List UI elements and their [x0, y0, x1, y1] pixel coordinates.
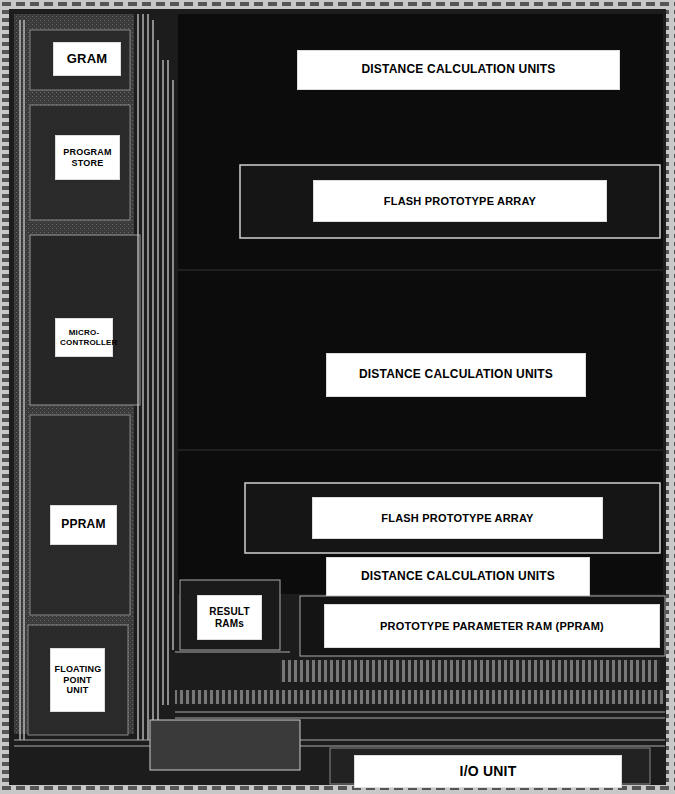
block-label: PROGRAM STORE	[55, 135, 120, 180]
block-name: DISTANCE CALCULATION UNITS	[359, 368, 553, 382]
block-name: DISTANCE CALCULATION UNITS	[361, 63, 555, 77]
block-label: MICRO-CONTROLLER	[55, 318, 113, 357]
block-name: RESULT RAMs	[204, 606, 256, 629]
block-label: I/O UNIT	[354, 755, 622, 788]
block-label: DISTANCE CALCULATION UNITS	[297, 50, 620, 90]
block-name: I/O UNIT	[460, 763, 517, 779]
block-name: PROGRAM STORE	[63, 147, 113, 168]
block-name: GRAM	[67, 52, 108, 67]
block-name: FLOATING POINT UNIT	[55, 664, 101, 695]
block-label: FLASH PROTOTYPE ARRAY	[313, 180, 607, 222]
block-name: PPRAM	[61, 518, 105, 532]
block-label: PROTOTYPE PARAMETER RAM (PPRAM)	[324, 604, 660, 648]
block-label: RESULT RAMs	[197, 595, 262, 640]
block-label: DISTANCE CALCULATION UNITS	[326, 557, 590, 596]
block-label: FLOATING POINT UNIT	[50, 648, 105, 712]
block-label: DISTANCE CALCULATION UNITS	[326, 353, 586, 397]
block-label: PPRAM	[50, 505, 117, 545]
block-name: MICRO-CONTROLLER	[60, 328, 108, 346]
block-name: FLASH PROTOTYPE ARRAY	[381, 512, 533, 525]
block-name: FLASH PROTOTYPE ARRAY	[384, 195, 536, 208]
block-label: GRAM	[53, 42, 121, 76]
block-label: FLASH PROTOTYPE ARRAY	[312, 497, 603, 539]
block-name: DISTANCE CALCULATION UNITS	[361, 570, 555, 584]
block-name: PROTOTYPE PARAMETER RAM (PPRAM)	[380, 620, 604, 633]
